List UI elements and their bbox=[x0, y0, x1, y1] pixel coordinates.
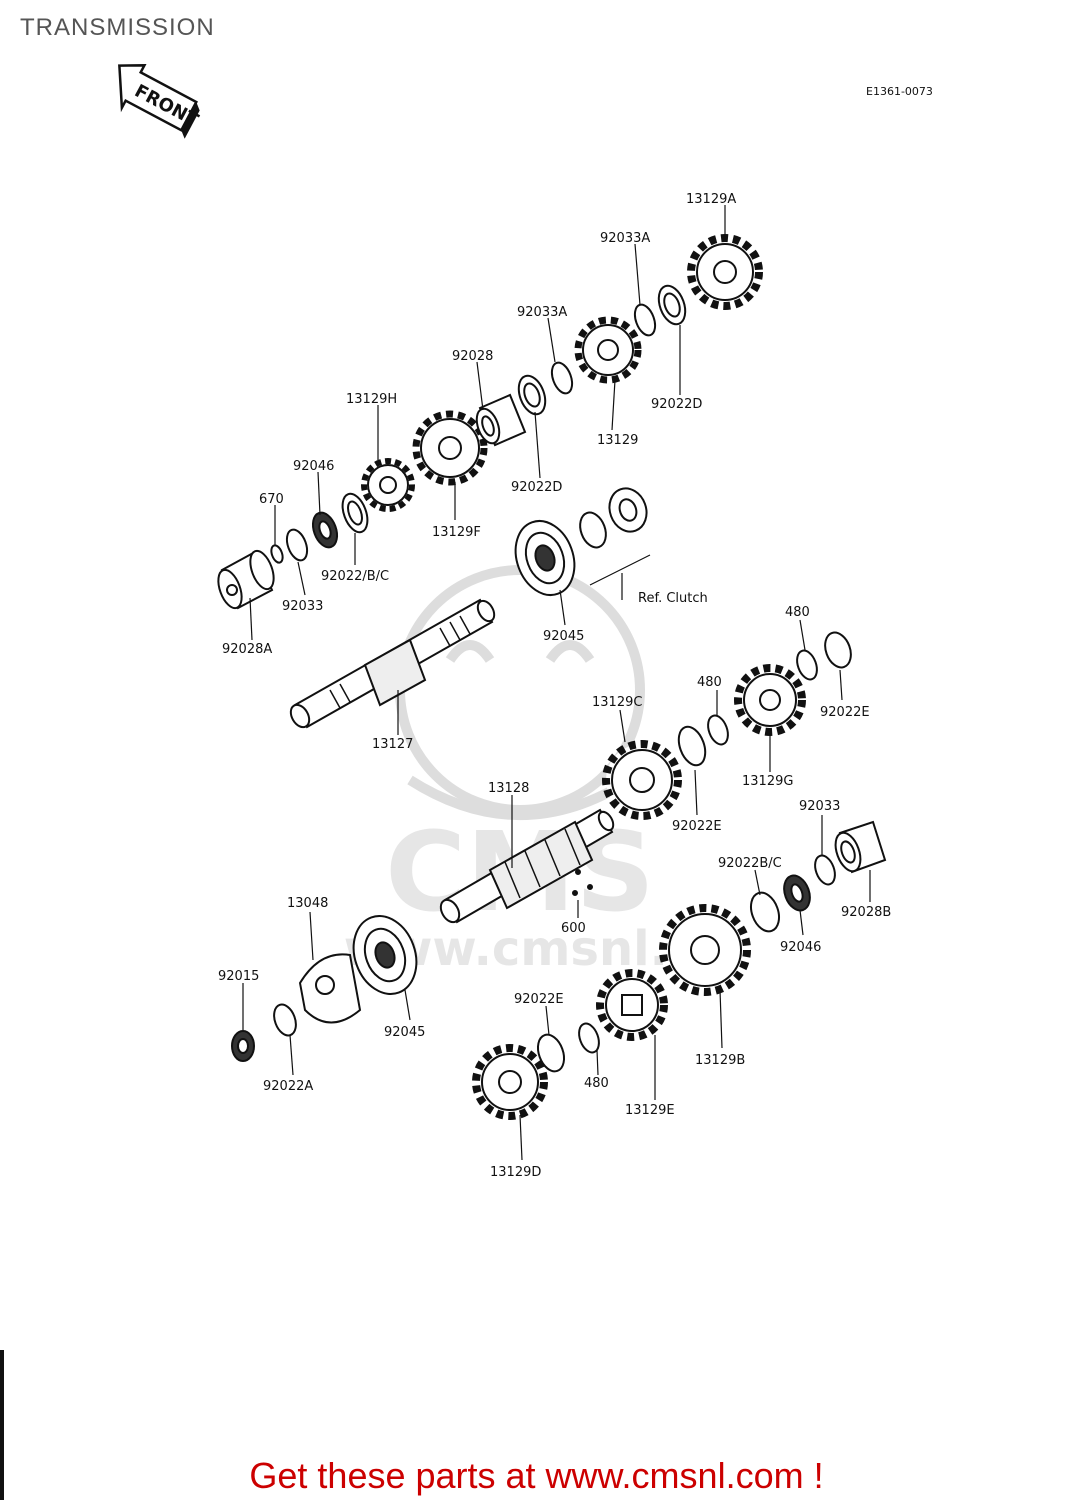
label-600: 600 bbox=[561, 921, 586, 936]
washer-670 bbox=[270, 544, 284, 564]
footer-link[interactable]: Get these parts at www.cmsnl.com ! bbox=[0, 1455, 1073, 1497]
label-92028B: 92028B bbox=[841, 905, 891, 920]
washer-92022E-bottom bbox=[536, 1033, 566, 1073]
transmission-diagram: FRONT E1361-0073 bbox=[118, 64, 933, 1180]
label-92015: 92015 bbox=[218, 969, 259, 984]
needle-bearing-92046-bottom bbox=[783, 874, 811, 912]
label-13129C: 13129C bbox=[592, 695, 642, 710]
label-92028A: 92028A bbox=[222, 642, 272, 657]
label-13129A: 13129A bbox=[686, 192, 736, 207]
needle-bearing-92028A bbox=[217, 549, 275, 610]
label-92045-top: 92045 bbox=[543, 629, 584, 644]
label-92022D-left: 92022D bbox=[511, 480, 562, 495]
diagram-code: E1361-0073 bbox=[866, 85, 933, 98]
gear-13129B bbox=[659, 904, 751, 996]
washer-92022E-mid bbox=[677, 725, 707, 767]
label-92045-bottom: 92045 bbox=[384, 1025, 425, 1040]
ref-clutch-note: Ref. Clutch bbox=[638, 591, 708, 606]
circlip-92033-right bbox=[814, 854, 836, 886]
washer-92022E-right bbox=[824, 631, 852, 669]
label-92033-right: 92033 bbox=[799, 799, 840, 814]
circlip-92033A-mid bbox=[550, 361, 574, 395]
needle-bearing-92046-top bbox=[311, 511, 339, 549]
label-92022B-C: 92022B/C bbox=[718, 856, 782, 871]
label-92033A-top: 92033A bbox=[600, 231, 650, 246]
scan-edge-mark bbox=[0, 1350, 4, 1500]
label-92022D-right: 92022D bbox=[651, 397, 702, 412]
label-92028: 92028 bbox=[452, 349, 493, 364]
bushing-92028 bbox=[475, 393, 527, 447]
collar bbox=[608, 487, 648, 533]
circlip-480-bottom bbox=[578, 1022, 600, 1054]
gear-13129G bbox=[734, 664, 806, 736]
label-92022-B-C: 92022/B/C bbox=[321, 569, 389, 584]
steel-ball-600 bbox=[575, 869, 581, 875]
label-670: 670 bbox=[259, 492, 284, 507]
seal-ring bbox=[579, 511, 607, 549]
label-480-mid: 480 bbox=[697, 675, 722, 690]
gear-13129 bbox=[574, 316, 642, 384]
label-92033-left: 92033 bbox=[282, 599, 323, 614]
label-13129E: 13129E bbox=[625, 1103, 675, 1118]
label-13129B: 13129B bbox=[695, 1053, 745, 1068]
label-13129G: 13129G bbox=[742, 774, 793, 789]
label-13048: 13048 bbox=[287, 896, 328, 911]
label-92022A: 92022A bbox=[263, 1079, 313, 1094]
ball-bearing-92045-top bbox=[514, 520, 576, 596]
label-13129: 13129 bbox=[597, 433, 638, 448]
label-480-bottom: 480 bbox=[584, 1076, 609, 1091]
label-480-top: 480 bbox=[785, 605, 810, 620]
circlip-92033-left bbox=[285, 528, 309, 562]
label-92046-bottom: 92046 bbox=[780, 940, 821, 955]
washer-92022B-C bbox=[749, 891, 781, 933]
gear-13129H bbox=[361, 458, 415, 512]
gear-13129F bbox=[412, 410, 488, 486]
label-92022E-right: 92022E bbox=[820, 705, 870, 720]
sprocket-13048 bbox=[298, 953, 362, 1024]
label-92033A-mid: 92033A bbox=[517, 305, 567, 320]
page-title: TRANSMISSION bbox=[20, 14, 215, 41]
output-shaft-13128 bbox=[439, 808, 615, 924]
nut-92015 bbox=[231, 1030, 255, 1062]
label-92046-top: 92046 bbox=[293, 459, 334, 474]
gear-13129A bbox=[687, 234, 763, 310]
gear-13129E bbox=[596, 969, 668, 1041]
washer-92022A bbox=[273, 1003, 297, 1037]
gear-13129D bbox=[472, 1044, 548, 1120]
label-13129D: 13129D bbox=[490, 1165, 541, 1180]
gear-13129C bbox=[602, 740, 682, 820]
circlip-480-top bbox=[796, 649, 818, 681]
label-13127: 13127 bbox=[372, 737, 413, 752]
label-13128: 13128 bbox=[488, 781, 529, 796]
label-13129H: 13129H bbox=[346, 392, 397, 407]
needle-bearing-92028B bbox=[834, 820, 887, 874]
input-shaft-13127 bbox=[289, 598, 496, 729]
label-92022E-bottom: 92022E bbox=[514, 992, 564, 1007]
footer-text[interactable]: Get these parts at www.cmsnl.com ! bbox=[249, 1455, 824, 1496]
label-13129F: 13129F bbox=[432, 525, 481, 540]
ball-bearing-92045-bottom bbox=[352, 915, 418, 995]
circlip-480-mid bbox=[707, 714, 729, 746]
label-92022E-mid: 92022E bbox=[672, 819, 722, 834]
front-arrow-icon: FRONT bbox=[118, 64, 202, 139]
